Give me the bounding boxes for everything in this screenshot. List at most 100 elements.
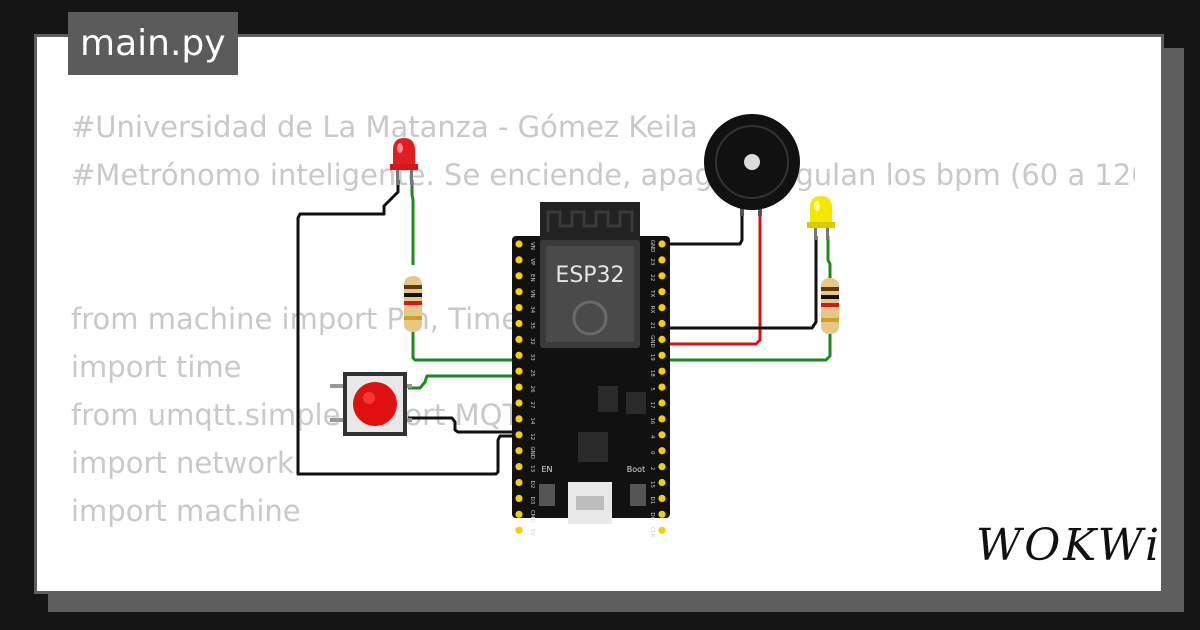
yellow-led[interactable] bbox=[807, 196, 835, 240]
pin-label: 32 bbox=[529, 338, 535, 345]
pin-right[interactable] bbox=[658, 415, 666, 423]
pin-left[interactable] bbox=[515, 367, 523, 375]
pin-right[interactable] bbox=[658, 335, 666, 343]
pin-label: 2 bbox=[649, 467, 655, 471]
red-led[interactable] bbox=[390, 138, 418, 185]
wire-green-yellow-led bbox=[826, 236, 832, 278]
pin-label: 16 bbox=[649, 417, 655, 424]
wire-green-button bbox=[408, 374, 518, 390]
pin-label: RX bbox=[649, 306, 655, 314]
pin-left[interactable] bbox=[515, 399, 523, 407]
pin-label: 13 bbox=[529, 465, 535, 472]
pin-left[interactable] bbox=[515, 272, 523, 280]
pin-label: GND bbox=[649, 240, 655, 253]
pin-left[interactable] bbox=[515, 478, 523, 487]
pin-left[interactable] bbox=[515, 526, 523, 534]
pin-right[interactable] bbox=[658, 272, 666, 280]
wire-black-red-led bbox=[296, 180, 518, 476]
pin-right[interactable] bbox=[658, 478, 666, 487]
pin-left[interactable] bbox=[515, 351, 523, 359]
pin-label: 25 bbox=[529, 370, 535, 377]
pin-right[interactable] bbox=[658, 494, 666, 502]
pin-label: CLK bbox=[649, 527, 655, 538]
code-line: import network bbox=[71, 446, 294, 480]
pin-label: D2 bbox=[529, 481, 535, 489]
code-line: #Wifi bbox=[71, 583, 1135, 591]
pin-left[interactable] bbox=[515, 447, 523, 455]
buzzer bbox=[704, 114, 800, 216]
pin-label: 33 bbox=[529, 354, 535, 361]
pin-right[interactable] bbox=[658, 240, 666, 248]
pin-right[interactable] bbox=[658, 319, 666, 328]
code-line: import machine bbox=[71, 494, 301, 528]
pin-left[interactable] bbox=[515, 240, 523, 248]
pin-right[interactable] bbox=[658, 431, 666, 439]
pin-left[interactable] bbox=[515, 415, 523, 423]
pin-right[interactable] bbox=[658, 463, 666, 471]
push-button[interactable] bbox=[330, 372, 412, 436]
pin-left[interactable] bbox=[515, 494, 523, 502]
pin-right[interactable] bbox=[658, 288, 666, 296]
resistor-left bbox=[404, 276, 422, 332]
pin-label: 18 bbox=[649, 370, 655, 377]
pin-label: 35 bbox=[529, 322, 535, 329]
pin-left[interactable] bbox=[515, 383, 523, 391]
pin-label: 34 bbox=[529, 306, 535, 313]
pin-left[interactable] bbox=[515, 304, 523, 312]
wire-green-resistor-left bbox=[411, 332, 518, 362]
pin-label: GND bbox=[529, 446, 535, 459]
pin-label: D1 bbox=[649, 497, 655, 505]
pin-label: 4 bbox=[649, 435, 655, 439]
pin-left[interactable] bbox=[515, 319, 523, 328]
code-line: #Metrónomo inteligente. Se enciende, apa… bbox=[71, 158, 1135, 192]
pin-label: 23 bbox=[649, 258, 655, 265]
pin-label: 5V bbox=[529, 529, 535, 536]
wire-green-resistor-right bbox=[668, 330, 832, 362]
pin-right[interactable] bbox=[658, 351, 666, 359]
wire-black-buzzer-gnd bbox=[668, 212, 744, 246]
pin-right[interactable] bbox=[658, 367, 666, 375]
resistor-right bbox=[821, 278, 839, 334]
pin-label: D3 bbox=[529, 497, 535, 505]
pin-label: 5 bbox=[649, 387, 655, 391]
espressif-icon bbox=[572, 300, 608, 336]
wire-black-button bbox=[408, 416, 518, 434]
pin-left[interactable] bbox=[515, 463, 523, 471]
pin-label: 14 bbox=[529, 417, 535, 424]
en-button bbox=[539, 484, 555, 506]
pin-right[interactable] bbox=[658, 447, 666, 455]
code-line: import time bbox=[71, 350, 242, 384]
pin-label: TX bbox=[649, 289, 655, 297]
en-label: EN bbox=[541, 465, 552, 474]
wire-green-red-led bbox=[410, 180, 415, 265]
code-line: from machine import Pin, Timer bbox=[71, 302, 532, 336]
pin-label: VN bbox=[529, 290, 535, 298]
pin-label: 21 bbox=[649, 322, 655, 329]
pin-right[interactable] bbox=[658, 304, 666, 312]
wires bbox=[296, 180, 832, 476]
pin-right[interactable] bbox=[658, 526, 666, 534]
pin-right[interactable] bbox=[658, 510, 666, 518]
pin-right[interactable] bbox=[658, 399, 666, 407]
pin-left[interactable] bbox=[515, 256, 523, 264]
pin-left[interactable] bbox=[515, 431, 523, 439]
wire-red-buzzer bbox=[668, 212, 762, 346]
esp32-board[interactable]: ESP32 EN Boot VNVPENVN343532332526271412… bbox=[512, 202, 670, 538]
pin-left[interactable] bbox=[515, 335, 523, 343]
boot-button bbox=[630, 484, 646, 506]
pin-left[interactable] bbox=[515, 288, 523, 296]
pin-right[interactable] bbox=[658, 256, 666, 264]
pin-label: 26 bbox=[529, 386, 535, 393]
boot-label: Boot bbox=[627, 465, 645, 474]
pin-left[interactable] bbox=[515, 510, 523, 518]
pin-label: CMD bbox=[529, 510, 535, 523]
pin-label: 19 bbox=[649, 354, 655, 361]
pin-label: 15 bbox=[649, 481, 655, 488]
file-tab[interactable]: main.py bbox=[68, 12, 238, 75]
pin-right[interactable] bbox=[658, 383, 666, 391]
chip-label: ESP32 bbox=[555, 263, 624, 288]
pin-label: D0 bbox=[649, 512, 655, 520]
wokwi-logo: WOKWi bbox=[976, 520, 1163, 571]
